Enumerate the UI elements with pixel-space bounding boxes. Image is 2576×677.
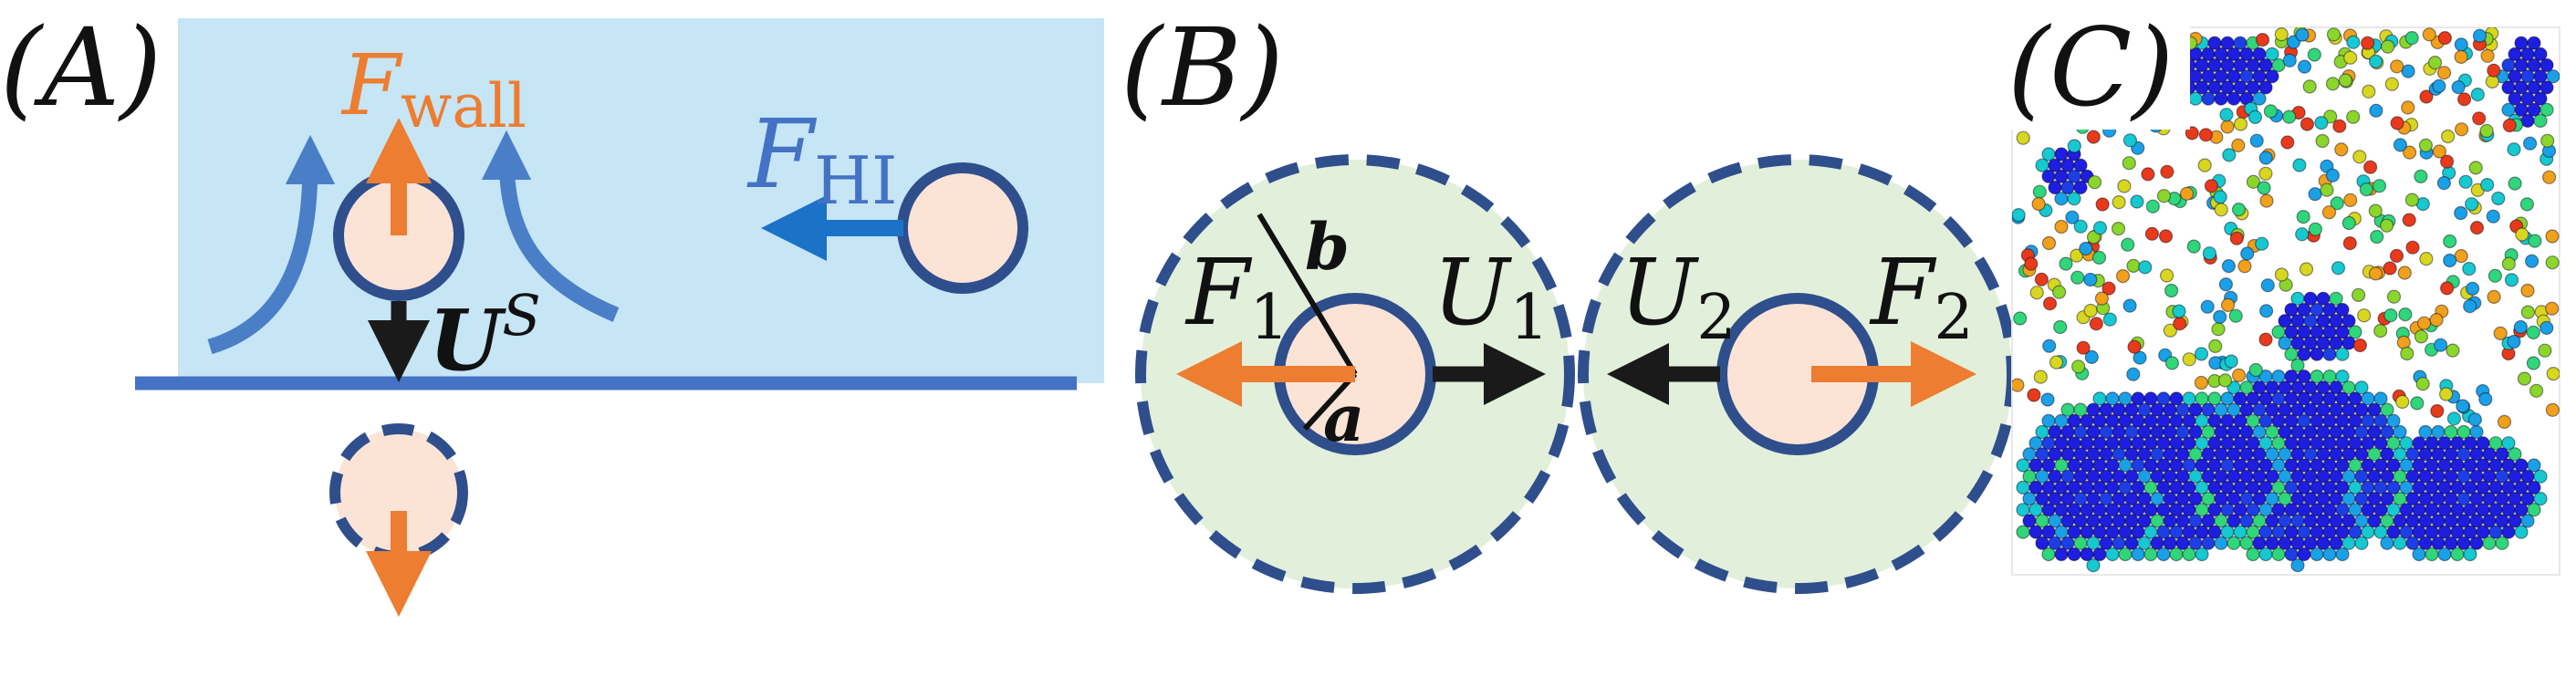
f-hi-subscript: HI [814, 142, 897, 219]
f2-subscript: 2 [1934, 282, 1973, 354]
panel-a-label: (A) [0, 5, 162, 130]
u-s-superscript: S [502, 282, 540, 349]
panel-a: (A) Fwall FHI US [0, 5, 1104, 617]
label-a: a [1323, 380, 1364, 456]
label-u-s: US [429, 282, 541, 390]
radius-b-line [1257, 213, 1358, 376]
label-f1: F1 [1184, 239, 1289, 354]
flow-streamline-right [481, 130, 620, 322]
u2-subscript: 2 [1696, 282, 1736, 354]
label-f2: F2 [1869, 239, 1974, 354]
f-wall-symbol: F [340, 36, 403, 134]
f1-subscript: 1 [1249, 282, 1288, 354]
panel-c-label-backdrop [2003, 18, 2190, 130]
particle-free [897, 162, 1028, 294]
f1-symbol: F [1184, 239, 1253, 346]
label-u2: U2 [1620, 239, 1736, 354]
label-f-hi: FHI [746, 99, 897, 219]
label-b: b [1305, 209, 1350, 285]
panel-b: (B) b a F1 U1 U2 F2 [1121, 5, 2018, 594]
f-hi-symbol: F [746, 99, 818, 210]
panel-b-label: (B) [1121, 5, 1284, 130]
label-u1: U1 [1433, 239, 1549, 354]
u-s-symbol: U [429, 291, 506, 390]
u2-symbol: U [1620, 239, 1700, 346]
radius-a-line [1302, 371, 1358, 432]
f-wall-subscript: wall [401, 71, 527, 141]
panel-c-label: (C) [2008, 5, 2174, 130]
u1-subscript: 1 [1509, 282, 1549, 354]
f2-symbol: F [1869, 239, 1937, 346]
panel-c: (C) [2003, 5, 2560, 576]
label-f-wall: Fwall [340, 36, 527, 141]
flow-streamline-left [207, 134, 336, 355]
u1-symbol: U [1433, 239, 1513, 346]
